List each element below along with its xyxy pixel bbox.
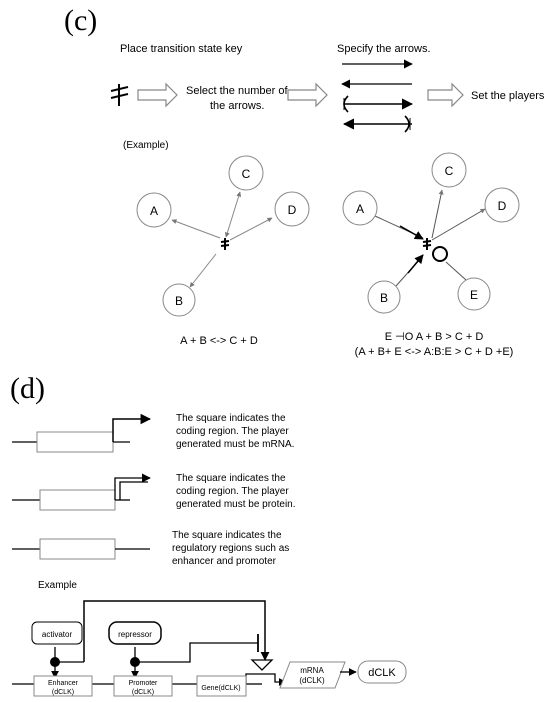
hollow-arrow-icon <box>427 82 464 108</box>
gene-label: Gene(dCLK) <box>201 685 240 692</box>
activator-box <box>31 621 83 645</box>
node-b <box>367 280 401 314</box>
node-c <box>228 155 264 191</box>
node-a-label: A <box>150 204 158 218</box>
activator-node <box>50 657 60 667</box>
set-players-text: Set the players <box>471 90 544 102</box>
mrna-parallelogram <box>279 661 346 689</box>
regulatory-region-symbol <box>12 538 150 560</box>
node-e-label: E <box>470 288 478 302</box>
desc-3-line-3: enhancer and promoter <box>172 556 277 567</box>
node-b <box>162 283 196 317</box>
node-e <box>457 277 491 311</box>
right-equation-1: E ⊣O A + B > C + D <box>385 331 484 343</box>
enhancer-label-2: (dCLK) <box>52 689 74 696</box>
node-a <box>342 190 378 226</box>
desc-2-line-2: coding region. The player <box>176 486 289 497</box>
place-key-text: Place transition state key <box>120 43 243 55</box>
activator-label: activator <box>42 630 73 639</box>
desc-3-line-1: The square indicates the <box>172 530 282 541</box>
desc-2-line-3: generated must be protein. <box>176 499 296 510</box>
node-a <box>136 192 172 228</box>
node-a-label: A <box>356 202 364 216</box>
dclk-label: dCLK <box>368 667 396 679</box>
example-label: (Example) <box>123 140 169 151</box>
right-network: A C D B E <box>342 152 520 314</box>
gene-box <box>196 675 247 697</box>
coding-region-mrna-symbol <box>12 413 152 453</box>
transition-key-icon <box>110 84 129 106</box>
left-network: A C D B <box>136 155 310 317</box>
integrator-triangle-icon <box>250 659 274 671</box>
node-c <box>431 152 467 188</box>
right-equation-2: (A + B+ E <-> A:B:E > C + D +E) <box>355 346 514 358</box>
panel-d-label: (d) <box>10 372 45 405</box>
mrna-label-2: (dCLK) <box>299 676 325 685</box>
node-b-label: B <box>175 294 183 308</box>
node-d <box>274 191 310 227</box>
dclk-example-network <box>12 600 287 686</box>
node-c-label: C <box>445 164 454 178</box>
promoter-label-2: (dCLK) <box>132 689 154 696</box>
inhibitor-circle <box>432 246 448 262</box>
node-d <box>484 187 520 223</box>
promoter-box <box>113 675 173 697</box>
node-d-label: D <box>288 203 297 217</box>
left-equation: A + B <-> C + D <box>180 335 258 347</box>
node-b-label: B <box>380 291 388 305</box>
desc-2-line-1: The square indicates the <box>176 473 286 484</box>
enhancer-label-1: Enhancer <box>48 680 79 687</box>
desc-1-line-2: coding region. The player <box>176 426 289 437</box>
desc-1-line-3: generated must be mRNA. <box>176 439 294 450</box>
select-number-text-2: the arrows. <box>210 100 264 112</box>
promoter-label-1: Promoter <box>129 680 158 687</box>
example-d-label: Example <box>38 580 77 591</box>
node-d-label: D <box>498 199 507 213</box>
repressor-box <box>108 621 162 645</box>
repressor-label: repressor <box>118 630 152 639</box>
panel-c-label: (c) <box>64 4 97 37</box>
enhancer-box <box>33 675 93 697</box>
hollow-arrow-icon <box>287 82 328 108</box>
specify-arrows-text: Specify the arrows. <box>337 43 431 55</box>
node-c-label: C <box>242 167 251 181</box>
coding-region-protein-symbol <box>12 473 151 511</box>
arrow-types-group <box>341 59 414 133</box>
dclk-box <box>357 660 407 684</box>
hollow-arrow-icon <box>137 82 178 108</box>
repressor-node <box>130 657 140 667</box>
desc-3-line-2: regulatory regions such as <box>172 543 289 554</box>
select-number-text-1: Select the number of <box>186 85 288 97</box>
desc-1-line-1: The square indicates the <box>176 413 286 424</box>
mrna-label-1: mRNA <box>300 666 324 675</box>
